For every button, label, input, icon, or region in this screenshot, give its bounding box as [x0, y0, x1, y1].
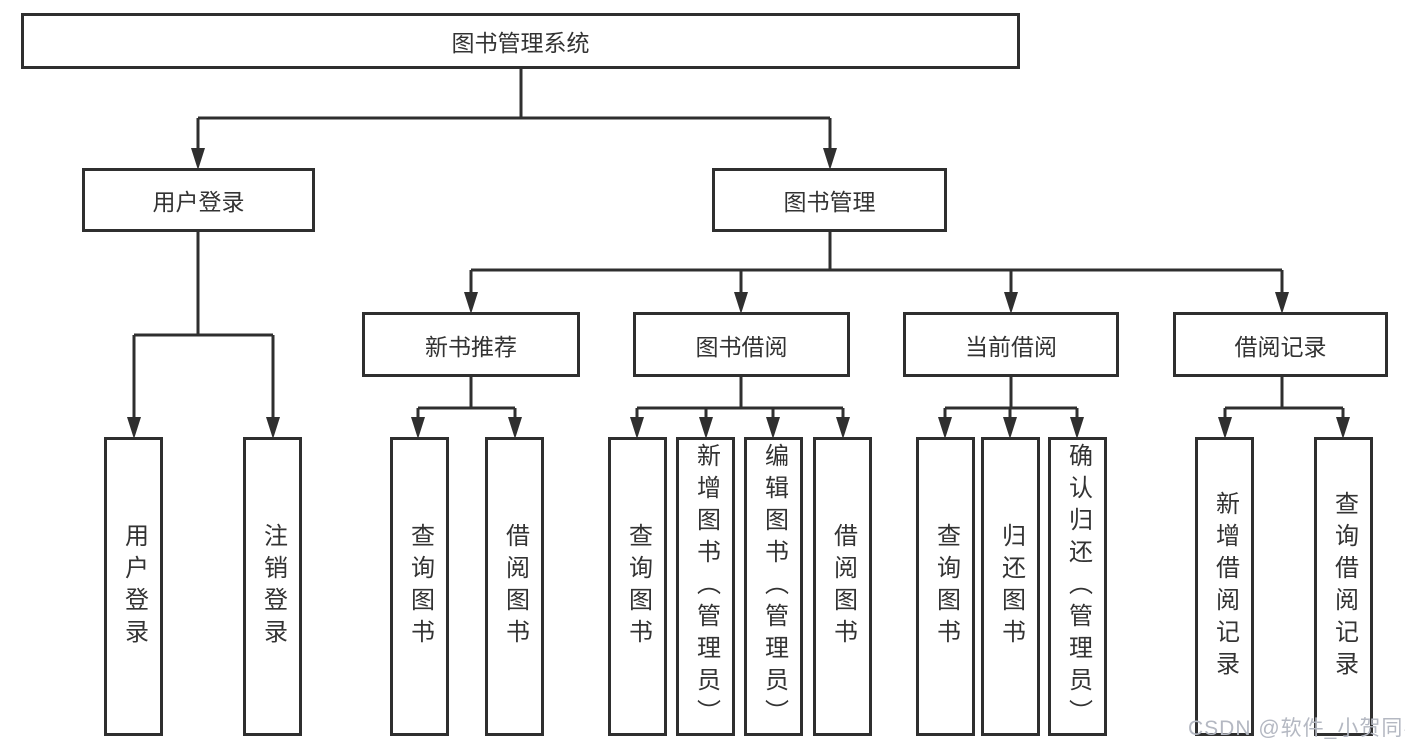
leaf-query-books-3: 查询图书: [916, 437, 975, 736]
node-label: 查询图书: [624, 522, 652, 651]
leaf-query-books-2: 查询图书: [608, 437, 667, 736]
node-label: 查询图书: [932, 522, 960, 651]
leaf-add-books-admin: 新增图书（管理员）: [676, 437, 735, 736]
node-label: 借阅图书: [501, 522, 529, 651]
node-new-book-recommend: 新书推荐: [362, 312, 580, 377]
node-label: 用户登录: [152, 189, 245, 215]
node-label: 确认归还（管理员）: [1064, 442, 1092, 731]
node-borrowing-records: 借阅记录: [1173, 312, 1388, 377]
node-label: 用户登录: [120, 522, 148, 651]
node-label: 编辑图书（管理员）: [760, 442, 788, 731]
node-book-management: 图书管理: [712, 168, 947, 232]
node-label: 新书推荐: [425, 333, 517, 360]
leaf-confirm-return-admin: 确认归还（管理员）: [1048, 437, 1107, 736]
node-label: 当前借阅: [965, 333, 1057, 360]
leaf-return-books: 归还图书: [981, 437, 1040, 736]
node-label: 图书管理系统: [451, 30, 590, 56]
node-label: 注销登录: [259, 522, 287, 651]
node-label: 查询图书: [406, 522, 434, 651]
node-label: 归还图书: [997, 522, 1025, 651]
node-current-borrowing: 当前借阅: [903, 312, 1119, 377]
csdn-watermark: CSDN @软件_小贺同学: [1188, 717, 1405, 740]
leaf-borrow-books-2: 借阅图书: [813, 437, 872, 736]
leaf-borrow-books-1: 借阅图书: [485, 437, 544, 736]
leaf-query-borrow-record: 查询借阅记录: [1314, 437, 1373, 736]
node-user-login: 用户登录: [82, 168, 315, 232]
leaf-add-borrow-record: 新增借阅记录: [1195, 437, 1254, 736]
node-label: 新增图书（管理员）: [692, 442, 720, 731]
leaf-logout: 注销登录: [243, 437, 302, 736]
leaf-user-login: 用户登录: [104, 437, 163, 736]
node-book-borrowing: 图书借阅: [633, 312, 850, 377]
node-label: 图书借阅: [695, 333, 788, 360]
node-label: 查询借阅记录: [1330, 490, 1358, 683]
node-label: 借阅图书: [829, 522, 857, 651]
node-label: 图书管理: [783, 189, 876, 215]
node-label: 新增借阅记录: [1211, 490, 1239, 683]
node-label: 借阅记录: [1234, 333, 1327, 360]
leaf-query-books-1: 查询图书: [390, 437, 449, 736]
leaf-edit-books-admin: 编辑图书（管理员）: [744, 437, 803, 736]
node-library-system: 图书管理系统: [21, 13, 1020, 69]
